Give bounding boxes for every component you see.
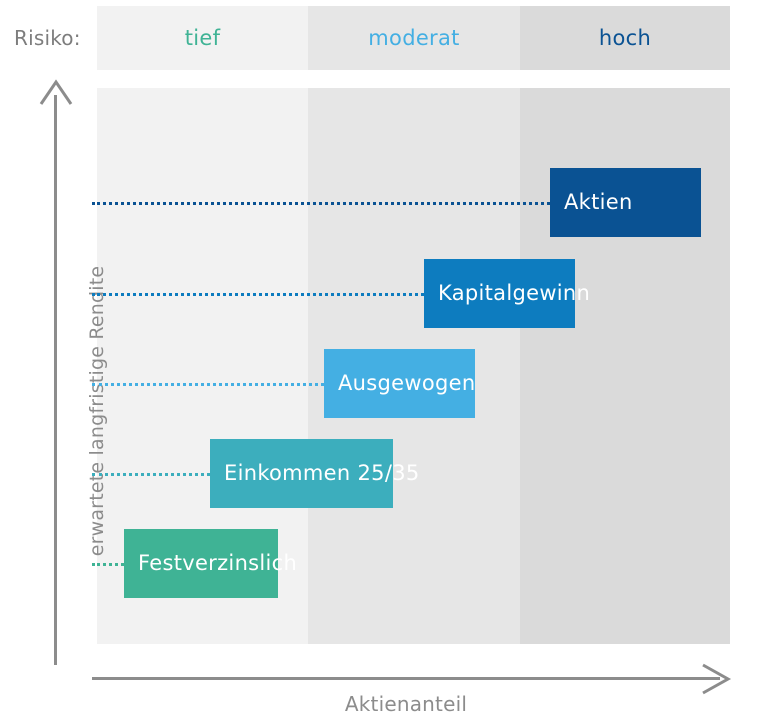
y-axis-line <box>54 95 57 665</box>
strategy-box[interactable]: Ausgewogen <box>324 348 476 418</box>
strategy-box[interactable]: Aktien <box>550 167 701 237</box>
leader-line <box>92 473 210 476</box>
y-axis-arrow-icon <box>39 79 73 105</box>
strategy-box-label: Ausgewogen <box>338 371 476 395</box>
strategy-box-label: Festverzinslich <box>138 551 298 575</box>
strategy-box-label: Einkommen 25/35 <box>224 461 420 485</box>
y-axis-title: erwartete langfristige Rendite <box>86 265 108 557</box>
leader-line <box>92 202 550 205</box>
x-axis-arrow-icon <box>702 663 732 695</box>
risk-header-tief: tief <box>97 6 308 70</box>
risk-header-hoch: hoch <box>520 6 730 70</box>
strategy-box[interactable]: Einkommen 25/35 <box>210 438 419 508</box>
x-axis-title: Aktienanteil <box>344 692 468 716</box>
strategy-box-label: Aktien <box>564 190 633 214</box>
risk-header-hoch-label: hoch <box>598 26 652 50</box>
strategy-box[interactable]: Kapitalgewinn <box>424 258 590 328</box>
risk-header-tief-label: tief <box>184 26 221 50</box>
leader-line <box>92 563 124 566</box>
strategy-box-label: Kapitalgewinn <box>438 281 591 305</box>
leader-line <box>92 293 424 296</box>
strategy-box[interactable]: Festverzinslich <box>124 528 297 598</box>
leader-line <box>92 383 324 386</box>
x-axis-line <box>92 677 720 680</box>
risk-legend-label: Risiko: <box>14 26 81 50</box>
risk-header-moderat-label: moderat <box>368 26 460 50</box>
risk-header-moderat: moderat <box>308 6 520 70</box>
